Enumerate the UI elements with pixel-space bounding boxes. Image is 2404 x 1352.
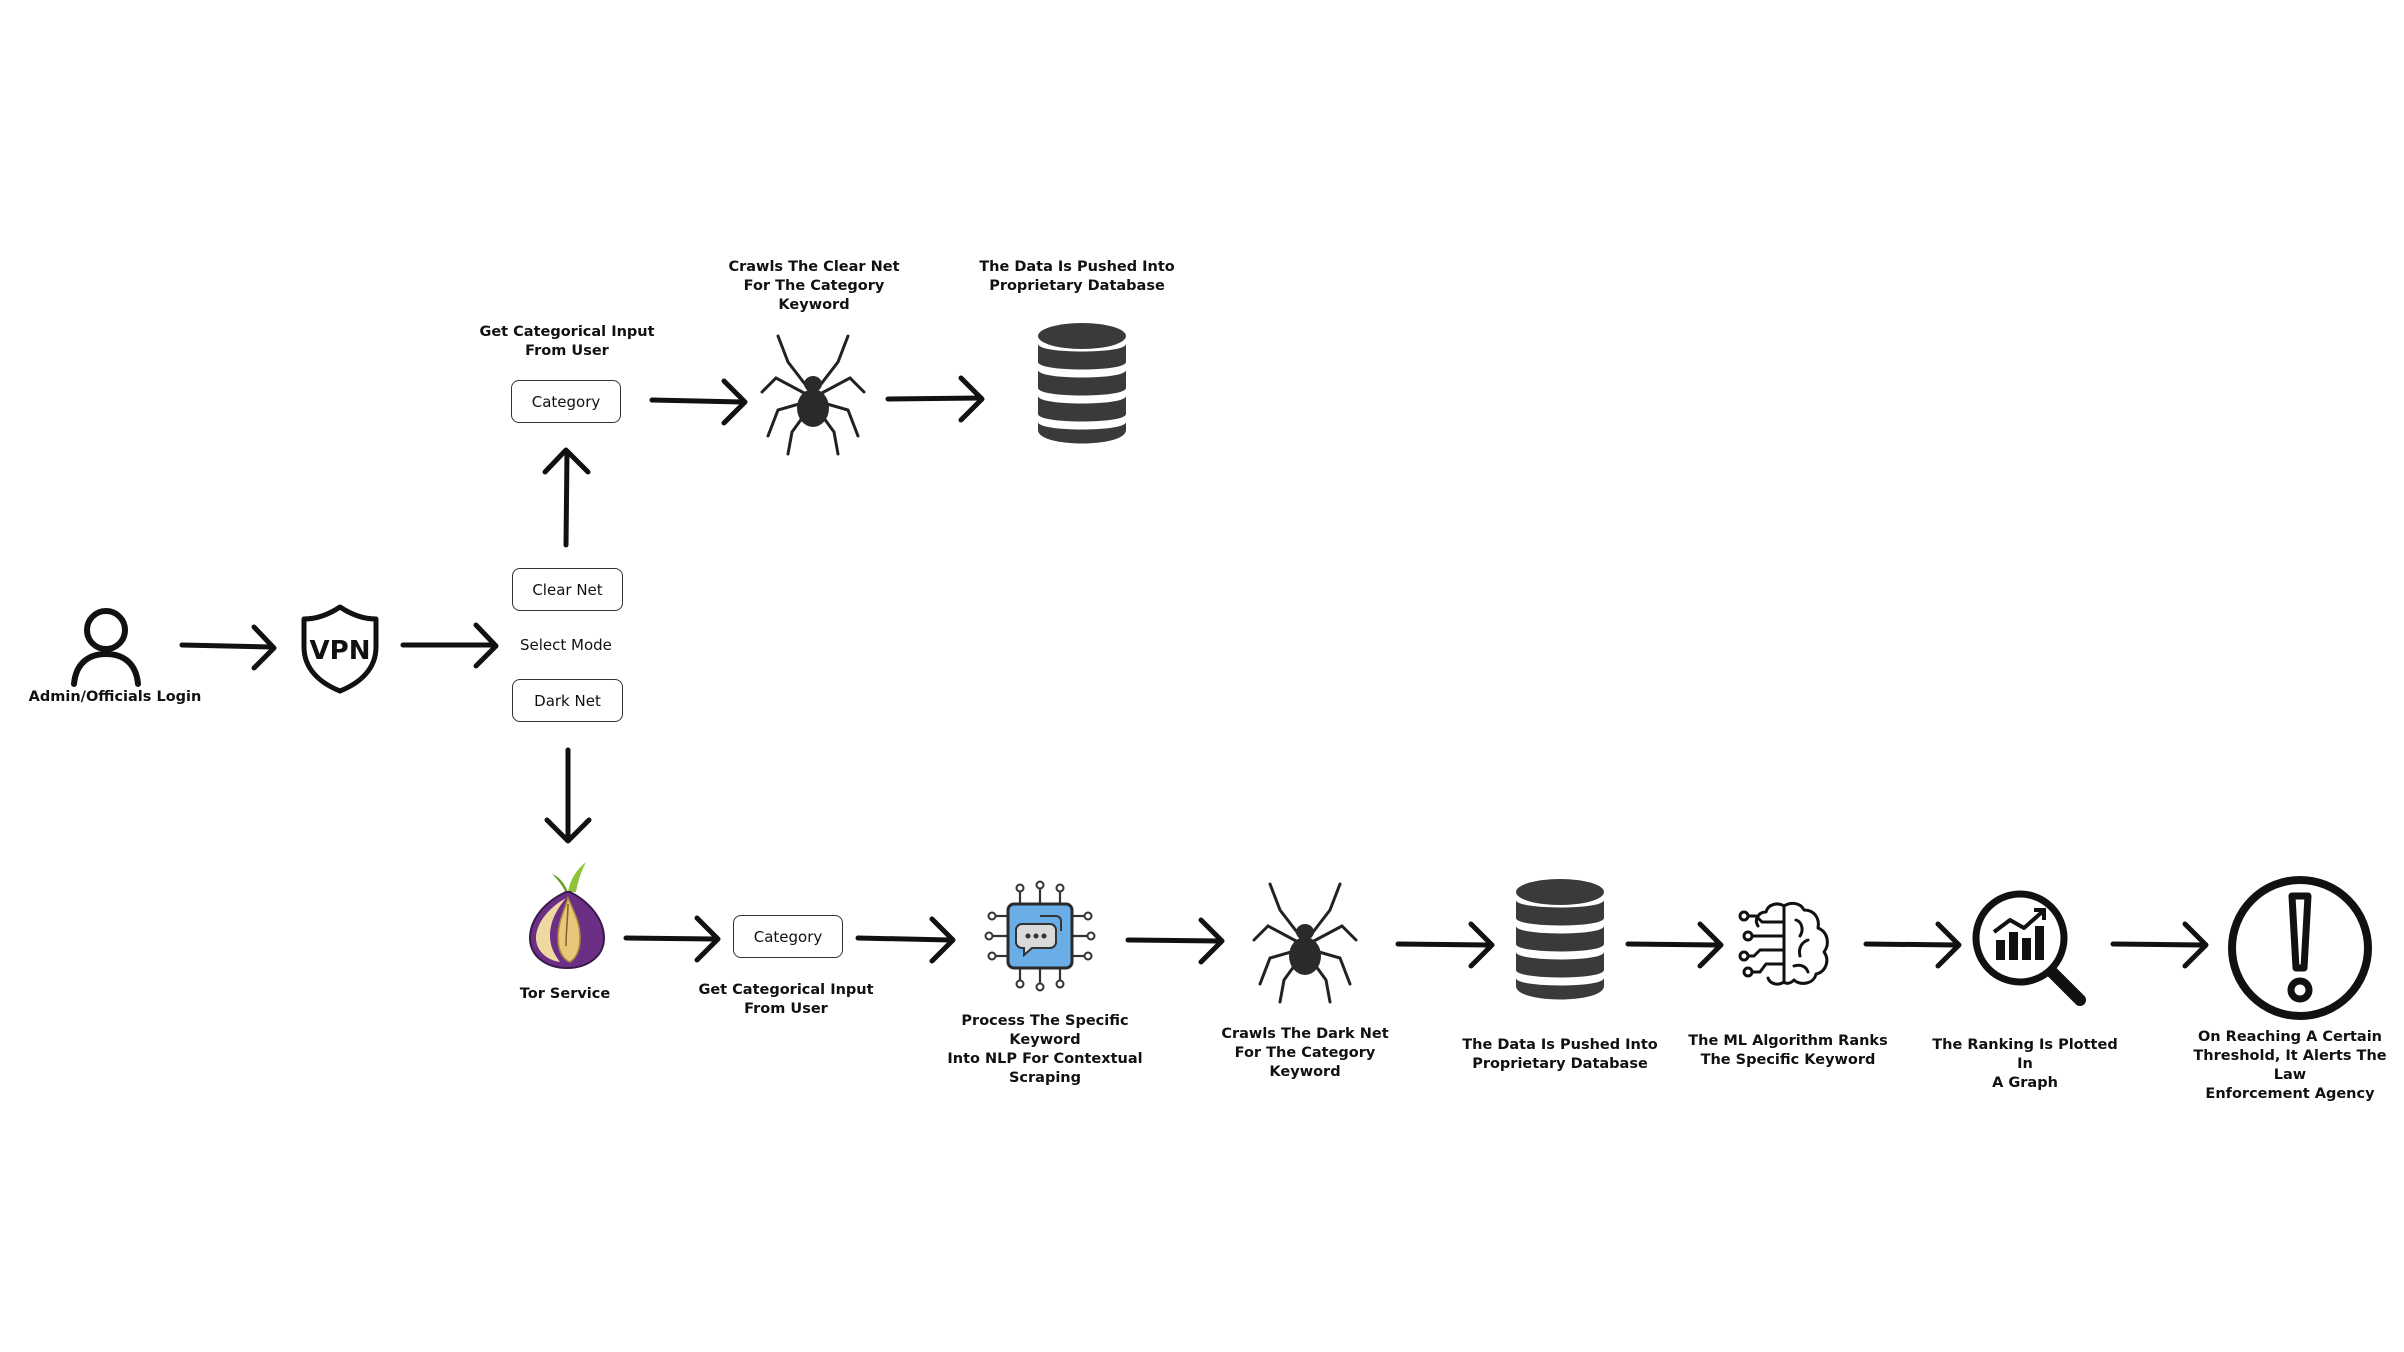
dark-net-button[interactable]: Dark Net: [512, 679, 623, 722]
user-icon: [71, 608, 141, 687]
graph-label: The Ranking Is Plotted In A Graph: [1932, 1037, 2118, 1091]
arrow-graph-to-alert: [2110, 921, 2209, 969]
arrow-category-to-nlp: [855, 916, 956, 964]
top-crawl-label: Crawls The Clear Net For The Category Ke…: [728, 259, 900, 313]
select-mode-label: Select Mode: [520, 636, 612, 654]
arrow-db-to-ml: [1625, 921, 1724, 969]
database-icon: [1038, 323, 1126, 444]
nlp-chip-icon: [984, 880, 1096, 992]
dark-crawl-label: Crawls The Dark Net For The Category Key…: [1221, 1026, 1389, 1080]
arrow-login-to-vpn: [179, 624, 277, 671]
ml-label: The ML Algorithm Ranks The Specific Keyw…: [1688, 1033, 1888, 1068]
spider-icon: [1252, 882, 1358, 1004]
arrow-darknet-to-tor: [544, 747, 592, 844]
tor-label: Tor Service: [519, 986, 611, 1002]
vpn-text: VPN: [310, 636, 371, 666]
bottom-category-box[interactable]: Category: [733, 915, 843, 958]
arrow-spider-to-db: [1395, 921, 1495, 969]
arrow-ml-to-graph: [1863, 921, 1962, 969]
nlp-label: Process The Specific Keyword Into NLP Fo…: [947, 1013, 1143, 1086]
analytics-magnifier-icon: [1972, 890, 2086, 1006]
alert-label: On Reaching A Certain Threshold, It Aler…: [2193, 1029, 2387, 1102]
arrow-category-to-spider-top: [649, 378, 748, 426]
brain-circuit-icon: [1738, 901, 1829, 986]
database-icon: [1516, 879, 1604, 1000]
clear-net-button[interactable]: Clear Net: [512, 568, 623, 611]
alert-icon: [2228, 876, 2372, 1020]
arrow-spider-to-db-top: [885, 375, 985, 423]
arrow-tor-to-category: [623, 915, 721, 963]
arrow-clearnet-to-category: [542, 447, 591, 548]
tor-onion-icon: [528, 862, 606, 970]
bottom-db-label: The Data Is Pushed Into Proprietary Data…: [1462, 1037, 1658, 1072]
top-category-box[interactable]: Category: [511, 380, 621, 423]
arrow-vpn-to-mode: [400, 622, 499, 669]
spider-icon: [760, 334, 866, 456]
top-db-label: The Data Is Pushed Into Proprietary Data…: [979, 259, 1175, 294]
arrow-nlp-to-spider: [1125, 917, 1225, 965]
top-category-label: Get Categorical Input From User: [479, 324, 655, 359]
login-label: Admin/Officials Login: [28, 689, 202, 705]
vpn-shield-icon: VPN: [301, 604, 379, 694]
bottom-category-label: Get Categorical Input From User: [698, 982, 874, 1017]
